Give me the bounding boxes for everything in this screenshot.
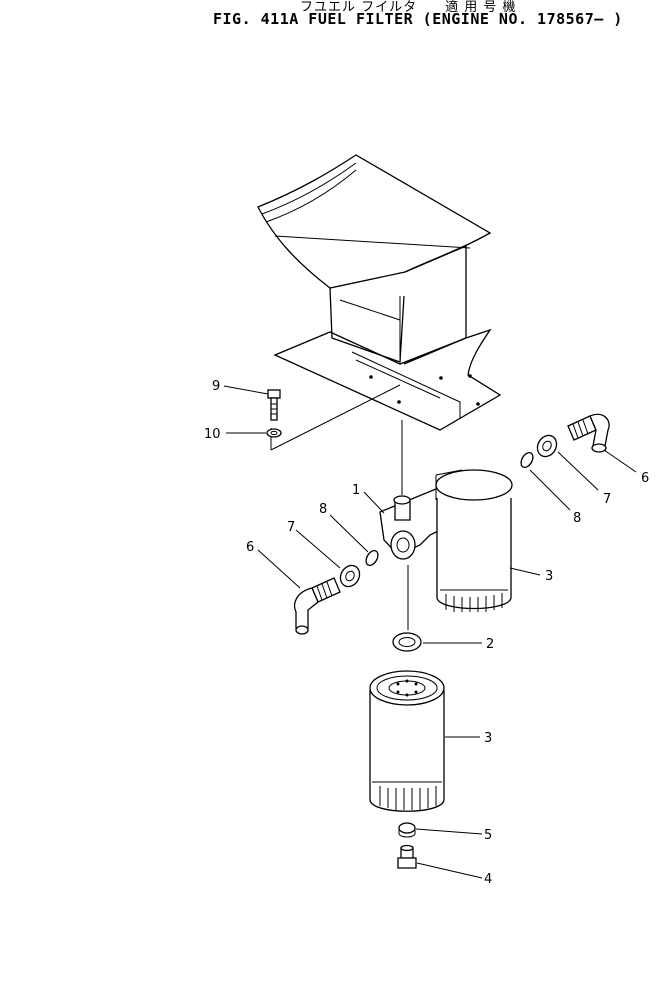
callout-4: 4 xyxy=(484,872,492,887)
drain-plug-part-4 xyxy=(397,844,417,869)
o-ring-part-8-right xyxy=(520,451,534,469)
washer-part-10 xyxy=(266,428,282,438)
callout-6-left: 6 xyxy=(246,540,254,555)
callout-6-right: 6 xyxy=(641,471,649,486)
callout-3-lower: 3 xyxy=(484,731,492,746)
callout-7-left: 7 xyxy=(287,520,295,535)
callout-7-right: 7 xyxy=(603,492,611,507)
o-ring-part-8-left xyxy=(365,549,379,567)
callout-9: 9 xyxy=(212,379,220,394)
gasket-part-2 xyxy=(392,632,422,652)
figure-title: FIG. 411A FUEL FILTER (ENGINE NO. 178567… xyxy=(213,10,623,28)
callout-8-right: 8 xyxy=(573,511,581,526)
bolt-part-9 xyxy=(267,389,281,421)
filter-cartridge-upper-part-3 xyxy=(435,469,513,612)
seal-part-5 xyxy=(398,822,416,838)
adapter-part-7-right xyxy=(536,434,558,458)
callout-2: 2 xyxy=(486,637,494,652)
callout-5: 5 xyxy=(484,828,492,843)
callout-3-upper: 3 xyxy=(545,569,553,584)
elbow-part-6-right xyxy=(567,413,610,453)
adapter-part-7-left xyxy=(339,564,361,588)
filter-cartridge-lower-part-3 xyxy=(369,670,445,812)
callout-1: 1 xyxy=(352,483,360,498)
callout-10: 10 xyxy=(204,427,221,442)
callout-8-left: 8 xyxy=(319,502,327,517)
mounting-bracket xyxy=(257,154,502,451)
callout-labels: 1 2 3 3 4 5 6 6 7 7 8 8 9 10 xyxy=(204,379,649,887)
japanese-title: フユエル フイルタ 適 用 号 機 xyxy=(300,0,517,15)
leader-lines xyxy=(223,385,637,879)
elbow-part-6-left xyxy=(293,577,341,635)
